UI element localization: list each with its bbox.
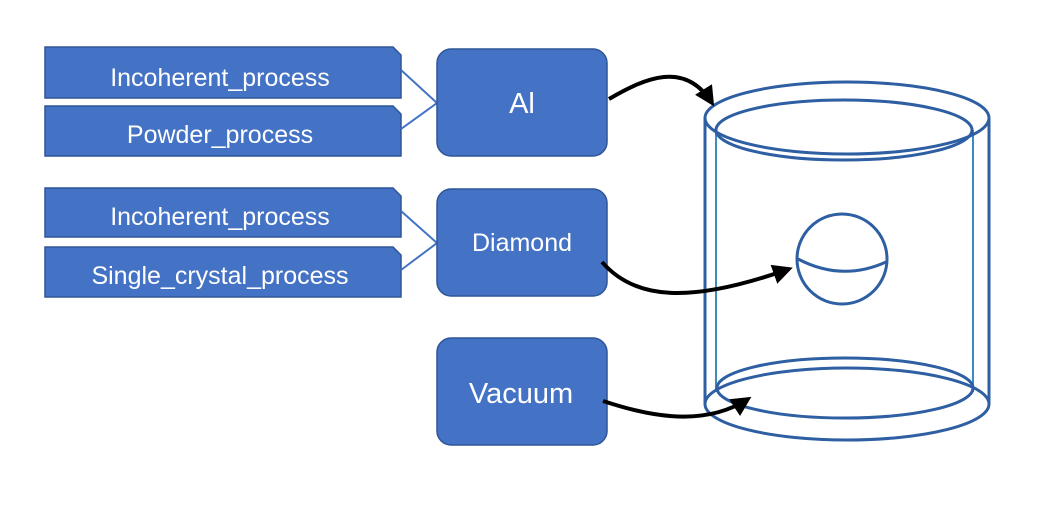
inner-top-rim [714, 98, 974, 162]
al-connector [400, 69, 439, 130]
material-box-al[interactable]: Al [436, 48, 608, 157]
process-tag-label: Single_crystal_process [91, 262, 348, 290]
material-label: Al [509, 88, 535, 120]
sphere-equator [797, 257, 887, 273]
material-box-diamond[interactable]: Diamond [436, 188, 608, 297]
outer-bottom-rim [703, 366, 991, 442]
process-tag[interactable]: Incoherent_process [44, 46, 402, 99]
process-tag[interactable]: Powder_process [44, 105, 402, 157]
cylinder-geometry [703, 80, 991, 442]
arrow-diamond-to-sphere [600, 260, 793, 296]
process-tag[interactable]: Incoherent_process [44, 187, 402, 238]
arrow-vacuum-to-inside [602, 396, 752, 419]
material-label: Vacuum [469, 378, 573, 410]
process-tag-label: Incoherent_process [110, 64, 330, 92]
diamond-sphere [795, 212, 889, 306]
process-tag[interactable]: Single_crystal_process [44, 246, 402, 298]
material-box-vacuum[interactable]: Vacuum [436, 337, 608, 446]
diamond-process-tags: Incoherent_process Single_crystal_proces… [44, 187, 402, 298]
arrow-al-to-shell [607, 74, 715, 107]
material-label: Diamond [472, 229, 572, 257]
process-tag-label: Powder_process [127, 121, 313, 149]
outer-top-rim [703, 80, 991, 156]
diamond-connector [400, 210, 439, 271]
al-process-tags: Incoherent_process Powder_process [44, 46, 402, 157]
process-tag-label: Incoherent_process [110, 203, 330, 231]
